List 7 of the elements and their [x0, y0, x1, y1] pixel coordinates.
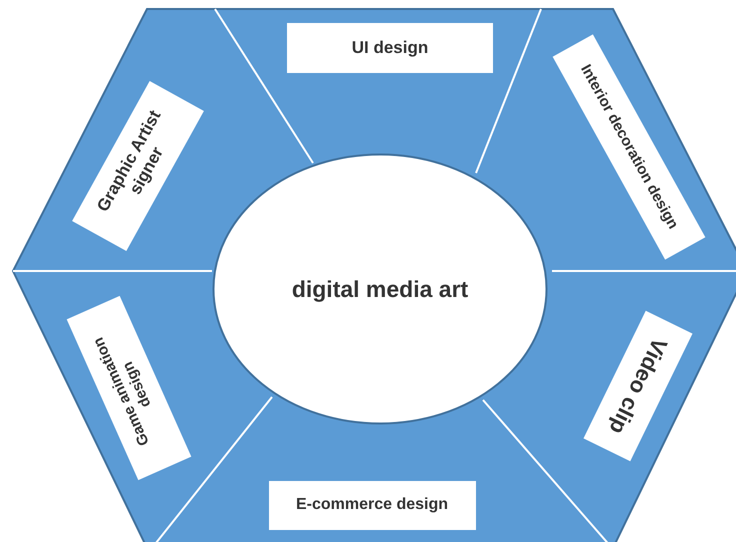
label-box	[287, 23, 493, 73]
category-label: E-commerce design	[296, 496, 448, 514]
center-title: digital media art	[292, 276, 468, 302]
hexagon-drawing	[12, 8, 736, 542]
label-box	[268, 480, 476, 530]
center-ellipse	[212, 153, 548, 425]
category-label: UI design	[352, 38, 428, 58]
